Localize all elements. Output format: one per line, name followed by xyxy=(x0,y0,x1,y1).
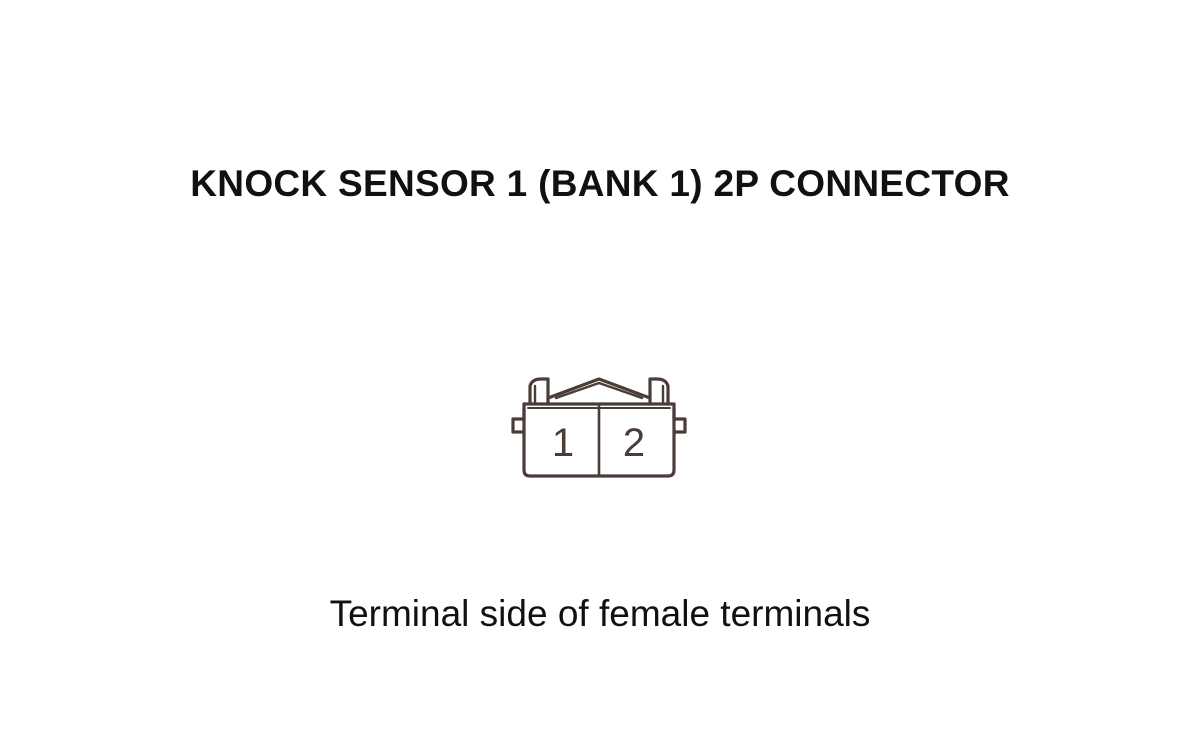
connector-left-latch xyxy=(528,377,550,406)
connector-icon: 1 2 xyxy=(511,377,687,478)
connector-lock-tab xyxy=(546,377,652,400)
connector-right-latch xyxy=(648,377,670,406)
terminal-2-label: 2 xyxy=(623,421,645,465)
terminal-1-label: 1 xyxy=(552,421,574,465)
diagram-title: KNOCK SENSOR 1 (BANK 1) 2P CONNECTOR xyxy=(190,163,1010,204)
diagram-caption: Terminal side of female terminals xyxy=(329,593,871,634)
